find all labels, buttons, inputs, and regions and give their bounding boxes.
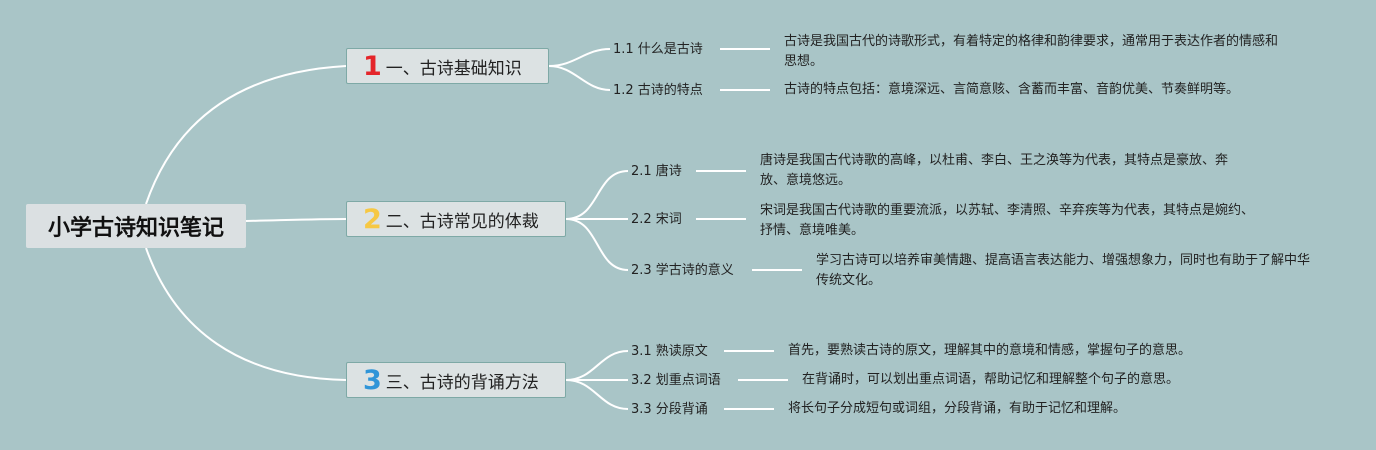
topic-text-2-3: 学习古诗可以培养审美情趣、提高语言表达能力、增强想象力，同时也有助于了解中华传统… (816, 253, 1311, 288)
topic-node-2-3[interactable]: 2.3 学古诗的意义 (631, 263, 734, 278)
topic-text-3-2: 在背诵时，可以划出重点词语，帮助记忆和理解整个句子的意思。 (802, 372, 1180, 387)
branch-number-1: 1 (363, 50, 382, 82)
connector-root-branch2 (245, 218, 347, 222)
connector-b2-t1 (565, 170, 629, 220)
topic-node-1-2[interactable]: 1.2 古诗的特点 (613, 83, 703, 98)
branch-label-1: 一、古诗基础知识 (385, 58, 522, 79)
branch-node-1[interactable]: 1 一、古诗基础知识 (346, 48, 549, 84)
topic-node-2-1[interactable]: 2.1 唐诗 (631, 164, 682, 179)
connector-root-branch3 (145, 247, 347, 381)
branch-label-3: 三、古诗的背诵方法 (385, 372, 539, 393)
root-node[interactable]: 小学古诗知识笔记 (26, 204, 246, 248)
branch-number-3: 3 (363, 364, 382, 396)
topic-text-3-3: 将长句子分成短句或词组，分段背诵，有助于记忆和理解。 (788, 401, 1127, 416)
topic-node-3-3[interactable]: 3.3 分段背诵 (631, 402, 708, 417)
topic-text-2-2: 宋词是我国古代诗歌的重要流派，以苏轼、李清照、辛弃疾等为代表，其特点是婉约、抒情… (760, 203, 1255, 238)
topic-text-2-1: 唐诗是我国古代诗歌的高峰，以杜甫、李白、王之涣等为代表，其特点是豪放、奔放、意境… (760, 153, 1229, 188)
topic-text-3-1: 首先，要熟读古诗的原文，理解其中的意境和情感，掌握句子的意思。 (788, 343, 1192, 358)
connector-b1-t2 (548, 65, 611, 91)
topic-node-3-1[interactable]: 3.1 熟读原文 (631, 344, 708, 359)
connector-b3-t1 (565, 350, 629, 381)
connector-b2-t3 (565, 218, 629, 271)
branch-label-2: 二、古诗常见的体裁 (385, 211, 539, 232)
topic-node-2-2[interactable]: 2.2 宋词 (631, 212, 682, 227)
branch-node-2[interactable]: 2 二、古诗常见的体裁 (346, 201, 566, 237)
topic-node-1-1[interactable]: 1.1 什么是古诗 (613, 42, 703, 57)
topic-node-3-2[interactable]: 3.2 划重点词语 (631, 373, 721, 388)
connector-b3-t3 (565, 379, 629, 410)
branch-number-2: 2 (363, 203, 382, 235)
connector-b1-t1 (548, 48, 611, 67)
topic-text-1-1: 古诗是我国古代的诗歌形式，有着特定的格律和韵律要求，通常用于表达作者的情感和思想… (784, 34, 1279, 69)
connector-root-branch1 (145, 65, 347, 205)
topic-text-1-2: 古诗的特点包括：意境深远、言简意赅、含蓄而丰富、音韵优美、节奏鲜明等。 (784, 82, 1240, 97)
branch-node-3[interactable]: 3 三、古诗的背诵方法 (346, 362, 566, 398)
